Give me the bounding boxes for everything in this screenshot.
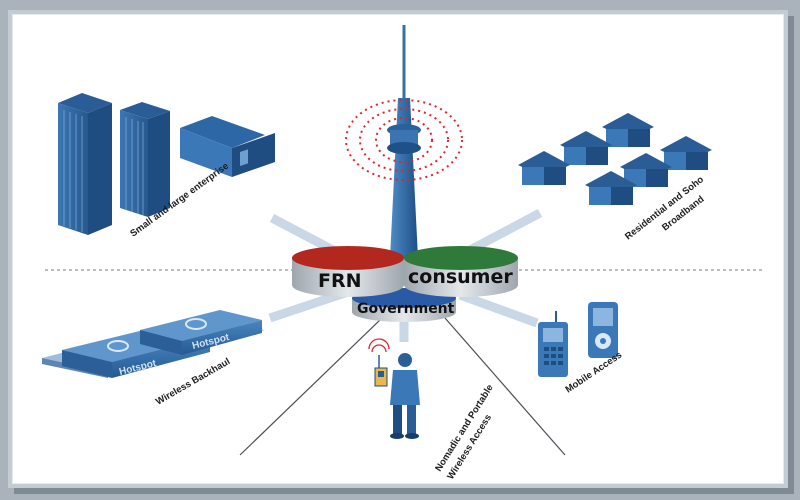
tower-icon <box>345 25 463 258</box>
hub-label-government: Government <box>357 301 455 317</box>
hub-label-frn: FRN <box>318 270 362 292</box>
media-player-icon <box>588 302 618 358</box>
hub-label-consumer: consumer <box>408 266 513 288</box>
bottom-lines <box>239 317 566 456</box>
houses-icon <box>518 113 712 205</box>
hotspot-icon: Hotspot Hotspot <box>42 310 265 378</box>
office-buildings-icon <box>58 93 275 235</box>
mobile-phone-icon <box>538 311 568 377</box>
hub-disks: FRN consumer Government <box>292 246 518 322</box>
person-device-icon <box>368 338 420 439</box>
label-backhaul: Wireless Backhaul <box>154 356 232 407</box>
